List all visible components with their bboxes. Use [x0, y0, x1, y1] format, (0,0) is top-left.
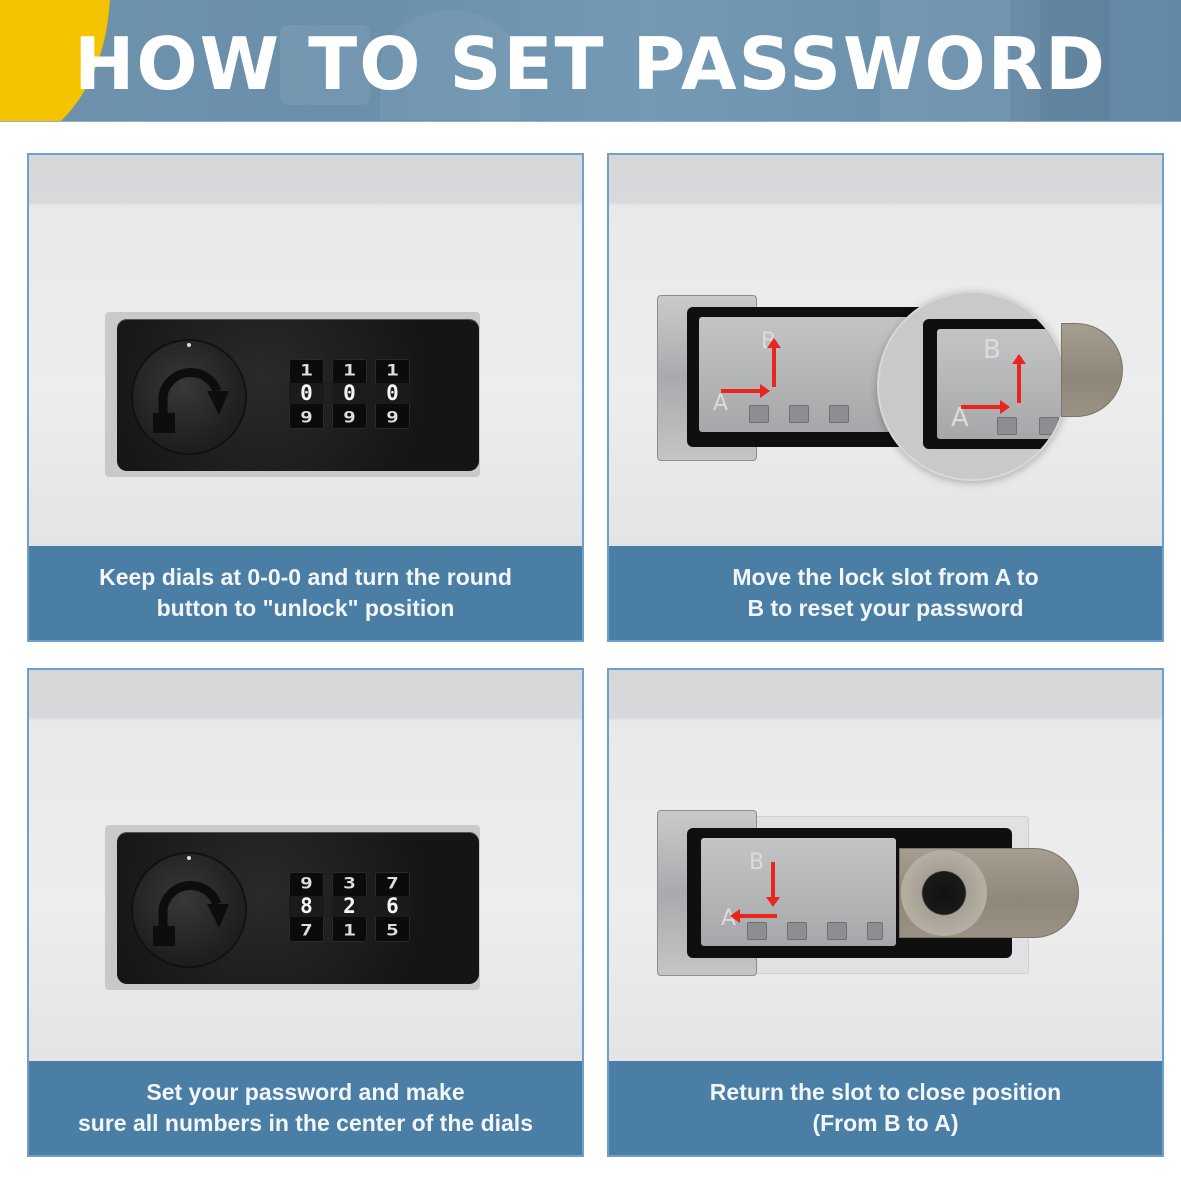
dial-digit: 7	[300, 920, 313, 939]
dial-digit: 1	[300, 361, 313, 380]
label-b: B	[983, 335, 1001, 365]
caption-line: B to reset your password	[747, 595, 1024, 621]
cam-tongue	[1061, 323, 1123, 417]
dial-wheel-2[interactable]: 3 2 1	[332, 872, 367, 942]
label-a: A	[713, 391, 729, 416]
combination-lock: 1 0 9 1 0 9 1 0 9	[117, 319, 479, 471]
background-decor	[880, 0, 1040, 121]
caption-line: button to "unlock" position	[156, 595, 455, 621]
dial-wheel-1[interactable]: 1 0 9	[289, 359, 324, 429]
caption-line: Return the slot to close position	[709, 1079, 1062, 1105]
background-decor	[1010, 0, 1110, 121]
dial-wheel-3[interactable]: 7 6 5	[375, 872, 410, 942]
step-4-panel: B A Return the slot to close position (F…	[607, 668, 1164, 1157]
dial-digit: 1	[343, 920, 356, 939]
step-2-photo: B A B A	[609, 155, 1162, 548]
knob-indicator-dot	[187, 856, 191, 860]
step-1-panel: 1 0 9 1 0 9 1 0 9 Keep dials at 0-0-0 an…	[27, 153, 584, 642]
unlock-knob	[133, 854, 245, 966]
dial-digit: 9	[300, 407, 313, 426]
caption-line: Set your password and make	[146, 1079, 465, 1105]
padlock-icon	[153, 926, 175, 946]
caption-line: sure all numbers in the center of the di…	[77, 1110, 533, 1136]
dial-wheels: 1 0 9 1 0 9 1 0 9	[289, 359, 410, 429]
dial-digit-center: 8	[289, 896, 324, 918]
arrow-down-icon	[766, 862, 780, 907]
dial-digit-center: 6	[375, 896, 410, 918]
dial-digit: 9	[300, 874, 313, 893]
step-3-panel: 9 8 7 3 2 1 7 6 5 Set your password and …	[27, 668, 584, 1157]
dial-digit-center: 0	[289, 383, 324, 405]
combination-lock: 9 8 7 3 2 1 7 6 5	[117, 832, 479, 984]
rotate-arrow-icon	[153, 367, 229, 433]
caption-line: Keep dials at 0-0-0 and turn the round	[99, 564, 512, 590]
dial-digit: 1	[343, 361, 356, 380]
dial-digit: 7	[386, 874, 399, 893]
dial-digit-center: 0	[375, 383, 410, 405]
step-3-photo: 9 8 7 3 2 1 7 6 5	[29, 670, 582, 1063]
dial-digit: 5	[386, 920, 399, 939]
step-1-caption: Keep dials at 0-0-0 and turn the round b…	[29, 546, 582, 640]
label-b: B	[749, 850, 765, 875]
arrow-up-icon	[1012, 354, 1026, 403]
step-3-caption: Set your password and make sure all numb…	[29, 1061, 582, 1155]
caption-line: Move the lock slot from A to	[732, 564, 1039, 590]
padlock-icon	[153, 413, 175, 433]
step-1-photo: 1 0 9 1 0 9 1 0 9	[29, 155, 582, 548]
dial-digit-center: 2	[332, 896, 367, 918]
dial-wheel-1[interactable]: 9 8 7	[289, 872, 324, 942]
dial-digit: 1	[386, 361, 399, 380]
dial-digit: 3	[343, 874, 356, 893]
magnified-detail: B A	[877, 291, 1067, 481]
arrow-up-icon	[767, 338, 781, 387]
background-decor	[280, 25, 370, 105]
header-banner: HOW TO SET PASSWORD	[0, 0, 1181, 122]
knob-indicator-dot	[187, 343, 191, 347]
dial-digit: 9	[386, 407, 399, 426]
rotate-arrow-icon	[153, 880, 229, 946]
dial-wheel-3[interactable]: 1 0 9	[375, 359, 410, 429]
page-title: HOW TO SET PASSWORD	[74, 22, 1107, 106]
step-4-photo: B A	[609, 670, 1162, 1063]
arrow-left-icon	[730, 909, 777, 923]
step-2-panel: B A B A Move the lock slot from A to B t…	[607, 153, 1164, 642]
unlock-knob	[133, 341, 245, 453]
dial-wheel-2[interactable]: 1 0 9	[332, 359, 367, 429]
step-4-caption: Return the slot to close position (From …	[609, 1061, 1162, 1155]
label-a: A	[951, 403, 969, 433]
dial-digit-center: 0	[332, 383, 367, 405]
slot-plate	[701, 838, 896, 946]
cam-pivot	[901, 850, 987, 936]
dial-digit: 9	[343, 407, 356, 426]
arrow-right-icon	[961, 400, 1010, 414]
step-2-caption: Move the lock slot from A to B to reset …	[609, 546, 1162, 640]
slot-plate	[699, 317, 909, 432]
background-decor	[380, 10, 520, 120]
arrow-right-icon	[721, 384, 770, 398]
dial-wheels: 9 8 7 3 2 1 7 6 5	[289, 872, 410, 942]
caption-line: (From B to A)	[812, 1110, 959, 1136]
